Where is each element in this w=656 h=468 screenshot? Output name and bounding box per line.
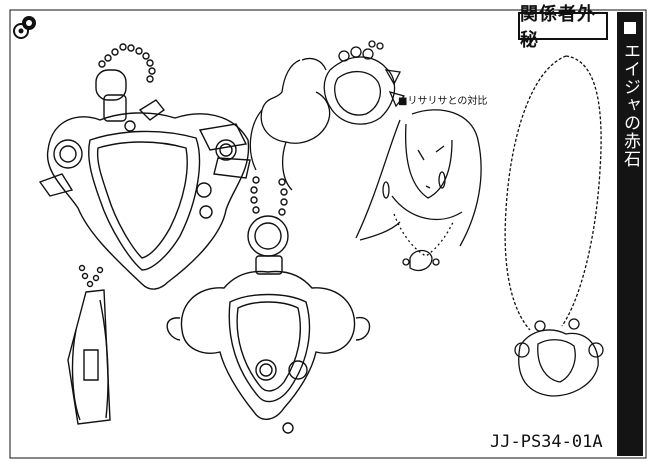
chain-beads [250,176,288,216]
pencil-pattern-icon [13,16,36,39]
confidential-stamp: 関係者外秘 [518,4,608,51]
sidebar-band [617,12,643,456]
front-pendant-drawing [166,176,371,434]
sheet-code: JJ-PS34-01A [490,432,603,452]
woman-with-necklace-drawing [355,109,482,272]
chain-beads [98,43,156,83]
hand-holding-pendant-drawing [249,40,406,191]
comparison-note: ■リサリサとの対比 [398,96,488,107]
long-necklace-drawing [504,55,604,397]
sheet-title: エイジャの赤石 [620,42,640,168]
logo [12,14,38,44]
sidebar-square-marker [624,22,636,34]
large-pendant-drawing [38,43,251,290]
side-view-pendant-drawing [67,264,111,425]
